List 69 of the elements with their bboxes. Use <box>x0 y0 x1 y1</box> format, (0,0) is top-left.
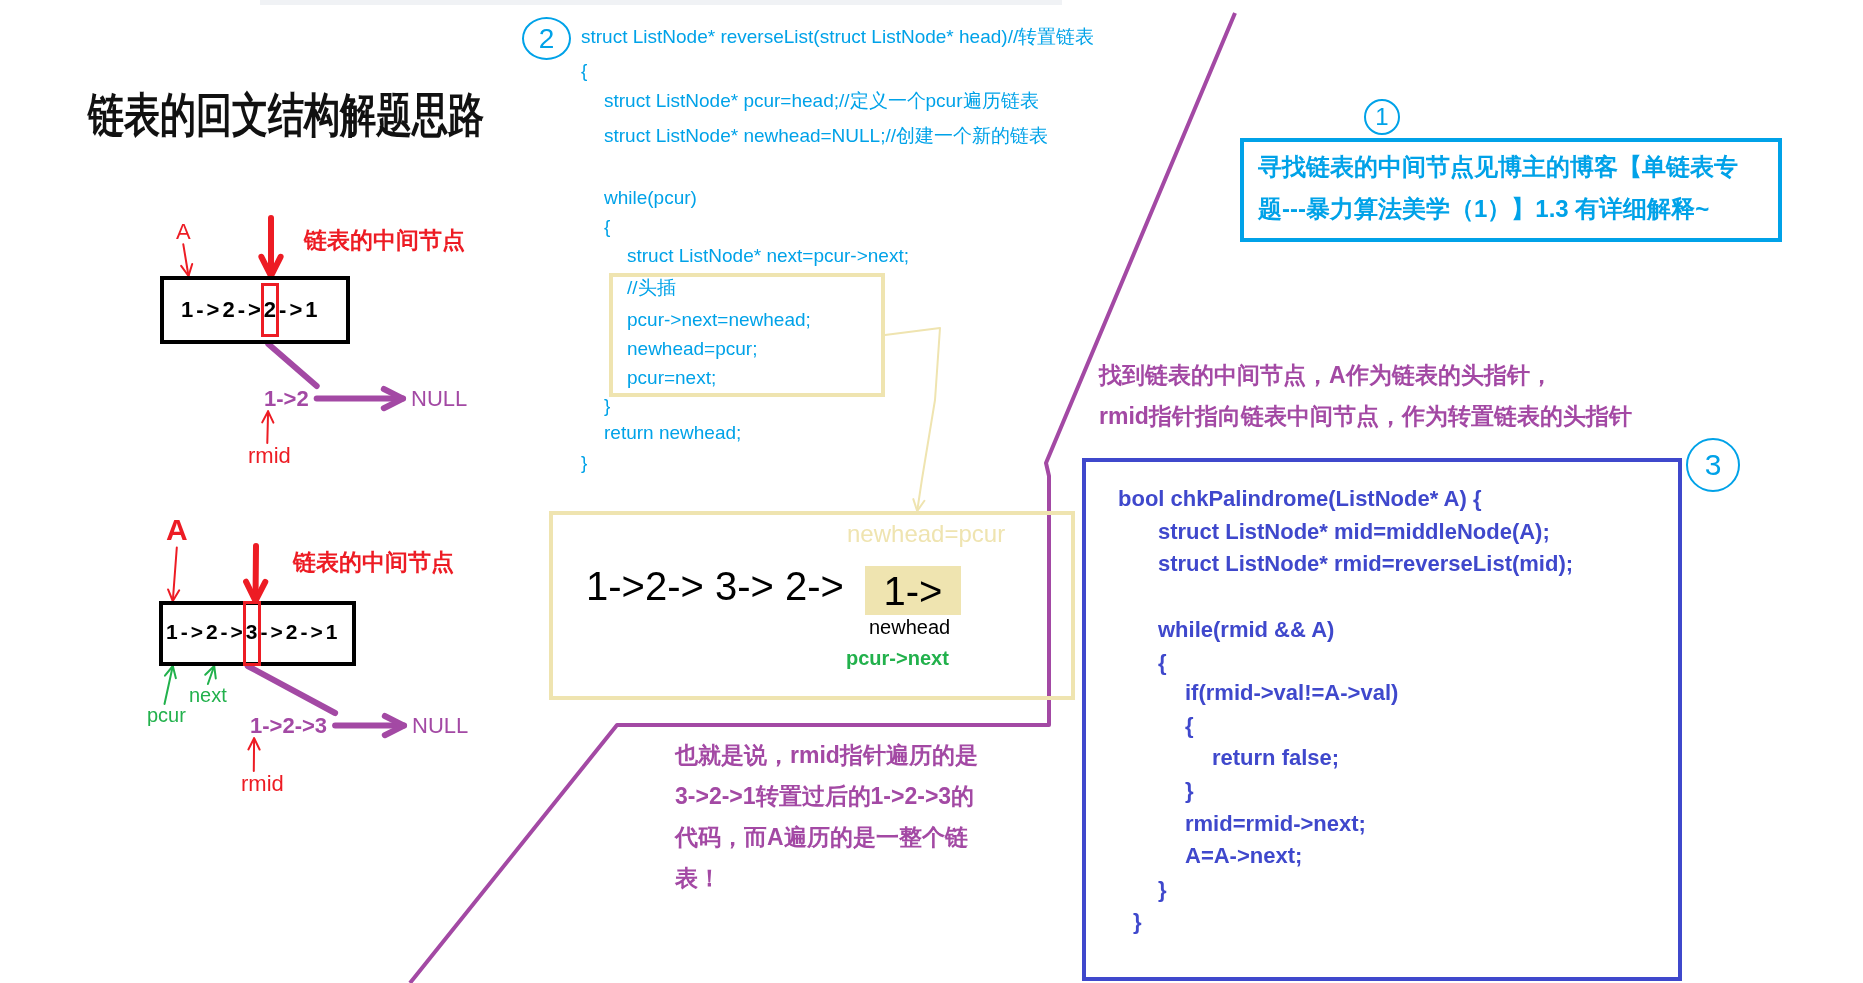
code-line: return false; <box>1212 745 1340 771</box>
list-text: 1->2 <box>256 386 317 412</box>
arrow <box>884 327 941 512</box>
code-line: struct ListNode* reverseList(struct ListNode* head)//转置链表 <box>581 26 1095 48</box>
connector-line <box>265 341 320 389</box>
code-line: { <box>1158 650 1167 676</box>
arrow <box>180 243 194 277</box>
arrow <box>204 665 217 685</box>
code-line: pcur=next; <box>627 367 717 389</box>
code-line: { <box>1185 713 1194 739</box>
edge-label: 链表的中间节点 <box>302 227 467 254</box>
note-text: rmid指针指向链表中间节点，作为转置链表的头指针 <box>1099 403 1632 430</box>
code-line: struct ListNode* rmid=reverseList(mid); <box>1158 551 1574 577</box>
code-line: } <box>1158 877 1167 903</box>
arrow <box>313 386 406 412</box>
list-text: 1->2->3 <box>242 713 336 739</box>
connector-line <box>244 663 339 716</box>
pointer-label: rmid <box>248 443 291 469</box>
pointer-label: pcur <box>147 704 186 727</box>
code-line: } <box>581 452 588 474</box>
pointer-label: A <box>166 513 188 548</box>
code-line: while(pcur) <box>604 187 697 209</box>
annotation-text: newhead=pcur <box>847 520 1006 548</box>
callout-number: 1 <box>1364 99 1400 135</box>
arrow <box>247 737 261 772</box>
code-line: pcur->next=newhead; <box>627 309 811 331</box>
pointer-label: next <box>189 684 227 707</box>
code-line: while(rmid && A) <box>1158 617 1335 643</box>
code-box <box>609 273 885 397</box>
arrow <box>167 546 181 602</box>
code-line: struct ListNode* next=pcur->next; <box>627 245 909 267</box>
code-line: struct ListNode* mid=middleNode(A); <box>1158 519 1550 545</box>
code-line: struct ListNode* pcur=head;//定义一个pcur遍历链表 <box>604 90 1039 112</box>
code-line: //头插 <box>627 277 676 299</box>
code-line: struct ListNode* newhead=NULL;//创建一个新的链表 <box>604 125 1049 147</box>
arrow <box>243 543 269 604</box>
null-label: NULL <box>403 386 468 412</box>
pointer-label: rmid <box>241 771 284 797</box>
pointer-label: A <box>176 219 191 245</box>
code-line: } <box>604 395 611 417</box>
highlighted-item: 1-> <box>865 566 961 615</box>
code-line: if(rmid->val!=A->val) <box>1185 680 1399 706</box>
note-text: 找到链表的中间节点，A作为链表的头指针， <box>1099 362 1553 389</box>
list-text: 1->2-> 3-> 2-> <box>586 563 844 609</box>
arrow <box>332 713 407 739</box>
title: 链表的回文结构解题思路 <box>88 88 484 142</box>
arrow <box>258 215 284 279</box>
arrow <box>163 665 177 705</box>
arrow <box>261 410 275 444</box>
code-line: { <box>604 216 611 238</box>
null-label: NULL <box>404 713 469 739</box>
code-line: } <box>1133 909 1142 935</box>
code-line: { <box>581 60 588 82</box>
code-line: newhead=pcur; <box>627 338 758 360</box>
code-line: bool chkPalindrome(ListNode* A) { <box>1118 486 1482 512</box>
example-box <box>549 511 1075 700</box>
callout-number: 3 <box>1686 438 1740 492</box>
note-text: 也就是说，rmid指针遍历的是3->2->1转置过后的1->2->3的代码，而A遍历的是一整个链表！ <box>675 741 979 893</box>
code-line: } <box>1185 778 1194 804</box>
code-line: rmid=rmid->next; <box>1185 811 1366 837</box>
code-line: return newhead; <box>604 422 742 444</box>
note-box <box>1240 138 1782 242</box>
note-text: 寻找链表的中间节点见博主的博客【单链表专题---暴力算法美学（1）】1.3 有详细解释~ <box>1258 152 1739 224</box>
code-box <box>1082 458 1682 981</box>
callout-number: 2 <box>522 17 571 60</box>
edge-label: 链表的中间节点 <box>291 549 456 576</box>
node-caption: newhead <box>869 616 951 639</box>
node-caption: pcur->next <box>846 647 949 670</box>
code-line: A=A->next; <box>1185 843 1303 869</box>
